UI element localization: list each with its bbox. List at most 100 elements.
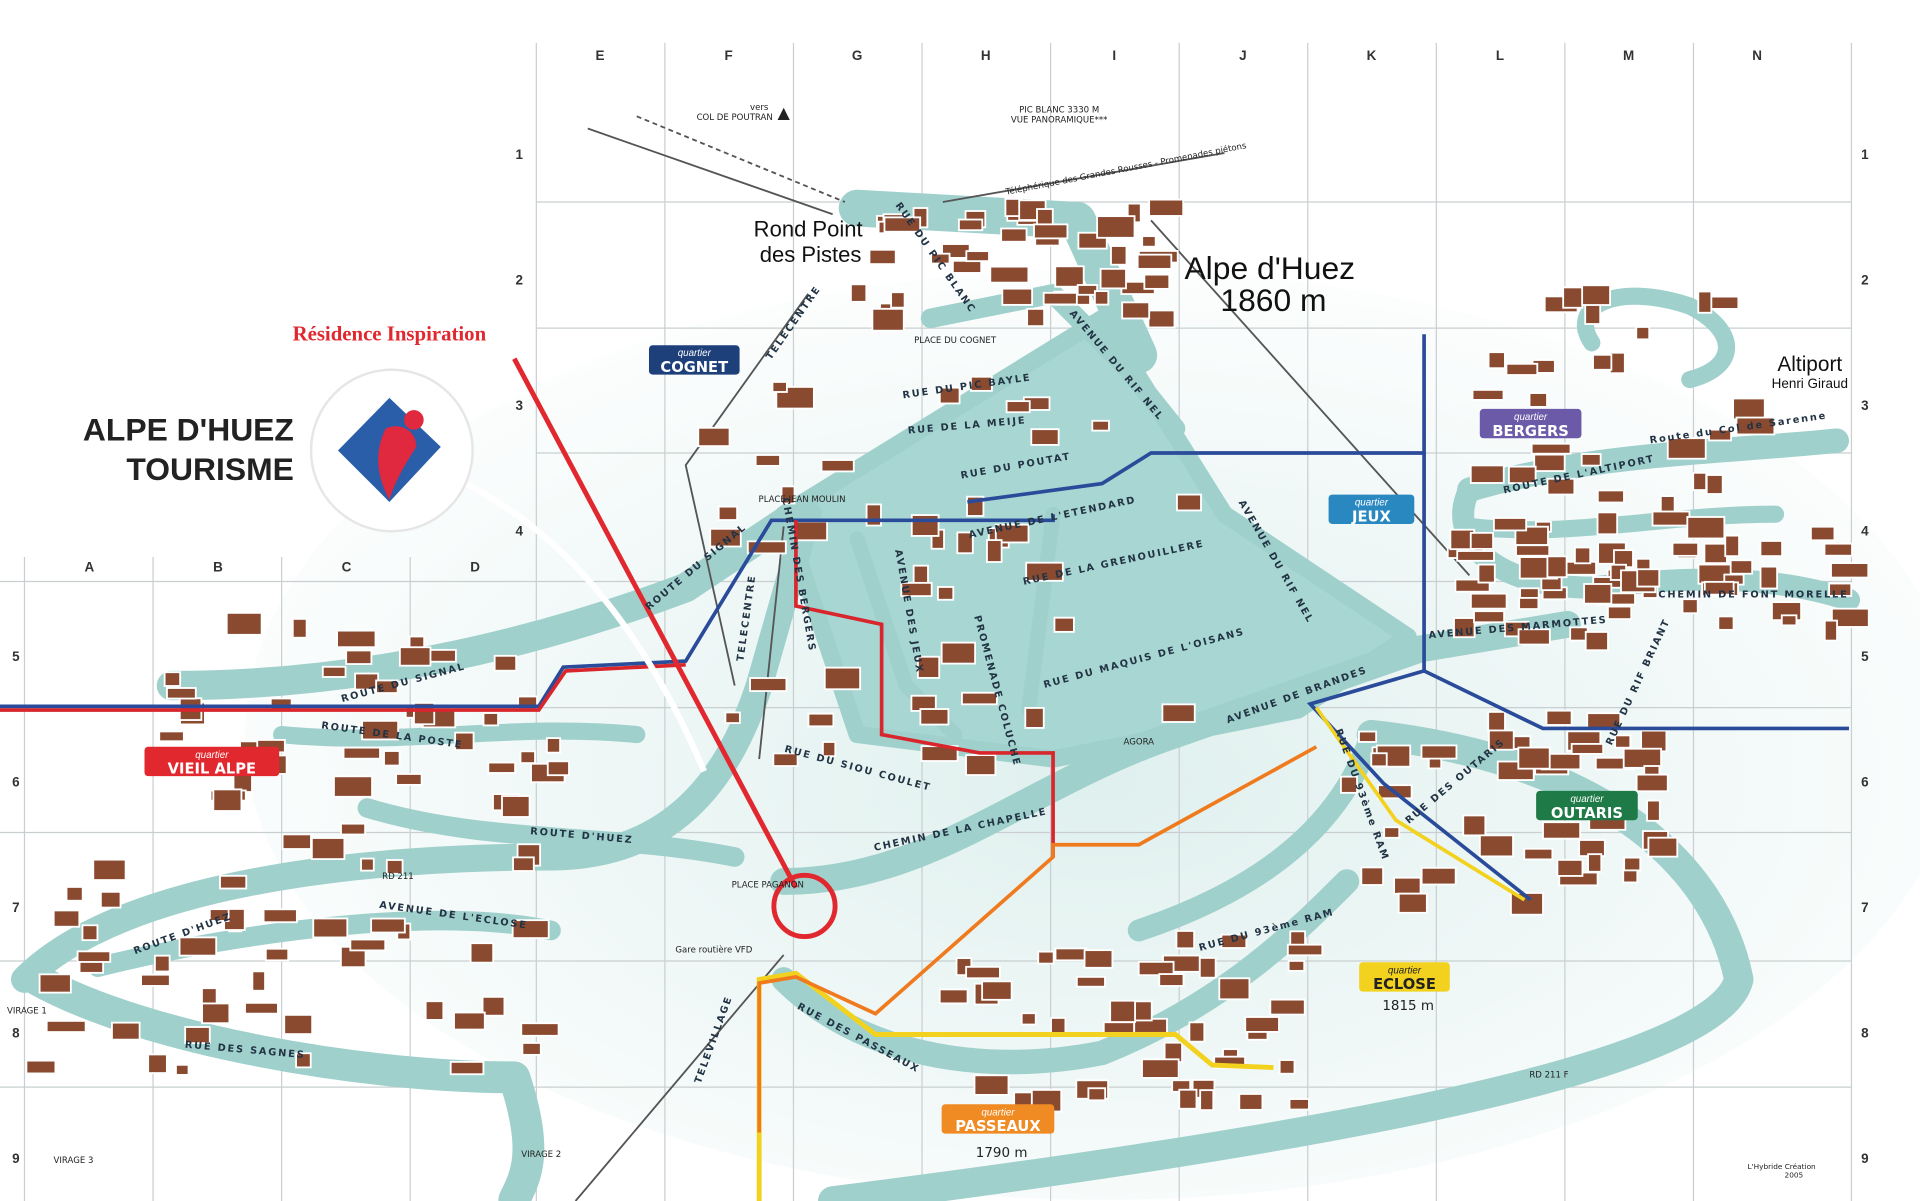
building: [1697, 290, 1713, 314]
building: [1469, 464, 1505, 484]
badge-name: JEUX: [1351, 509, 1391, 526]
building: [1175, 930, 1196, 950]
building: [1623, 856, 1642, 872]
building: [868, 248, 897, 266]
building: [821, 741, 837, 758]
credit-line1: L'Hybride Création: [1748, 1162, 1817, 1171]
badge-background: [144, 746, 280, 777]
grid-row-label: 1: [515, 147, 523, 162]
building: [321, 665, 347, 678]
building: [1456, 550, 1495, 562]
building: [754, 454, 781, 467]
grid-column-label: F: [724, 48, 732, 63]
building: [1033, 223, 1069, 240]
building: [1218, 977, 1251, 1001]
building: [1492, 517, 1528, 532]
building: [1001, 287, 1034, 306]
building: [1158, 973, 1185, 987]
residence-circle[interactable]: [771, 872, 838, 940]
building: [310, 837, 346, 861]
grid-column-label: A: [85, 560, 95, 575]
place-label: AGORA: [1124, 737, 1155, 747]
building: [1109, 999, 1136, 1023]
building: [395, 773, 423, 786]
yellow-route-outaris: [1314, 706, 1526, 902]
building: [454, 731, 475, 752]
building: [807, 712, 835, 728]
building: [771, 381, 788, 393]
blue-route-east: [967, 334, 1426, 504]
building: [291, 617, 308, 639]
building: [1573, 546, 1592, 565]
building: [1759, 565, 1779, 590]
grid-column-label: J: [1239, 48, 1246, 63]
building: [1037, 950, 1055, 965]
building: [969, 375, 993, 392]
building: [201, 1002, 231, 1025]
grid-row-label: 6: [12, 775, 19, 790]
street-label: CHEMIN DE FONT MORELLE: [1658, 589, 1848, 600]
rond-point-line1: Rond Point: [754, 216, 863, 241]
building: [823, 666, 862, 691]
rond-point-line2: des Pistes: [760, 242, 862, 267]
building: [1383, 826, 1401, 839]
place-label: Gare routière VFD: [675, 944, 752, 955]
building: [1198, 956, 1217, 979]
building: [212, 788, 243, 812]
televillage-lift: [574, 954, 785, 1201]
place-label: PLACE PAGANON: [732, 881, 804, 891]
building: [349, 938, 387, 952]
building: [795, 520, 829, 542]
building: [201, 987, 218, 1005]
badge-background: [648, 345, 740, 375]
grid-column-label: M: [1623, 48, 1634, 63]
grid-row-label: 1: [1861, 147, 1869, 162]
eclose-altitude: 1815 m: [1382, 999, 1434, 1014]
building: [981, 980, 1013, 1001]
lifts: [574, 115, 1471, 1201]
building: [1137, 960, 1175, 977]
building: [25, 1059, 57, 1075]
building: [1000, 227, 1028, 243]
building: [1584, 302, 1602, 325]
building: [375, 679, 399, 694]
building: [989, 265, 1030, 284]
residence-marker[interactable]: [463, 357, 838, 940]
badge-background: [941, 1104, 1055, 1134]
building: [1462, 814, 1487, 837]
building: [1026, 307, 1046, 328]
blue-route-jeux: [1306, 452, 1532, 902]
building: [521, 1042, 542, 1056]
grid-row-label: 2: [1861, 273, 1868, 288]
building: [312, 917, 349, 939]
building: [1024, 707, 1045, 729]
building: [520, 1022, 560, 1037]
building: [1148, 198, 1185, 217]
lift-line: [587, 127, 833, 216]
building: [1143, 273, 1171, 290]
telecentre-lift: [684, 293, 809, 686]
grid-row-label: 8: [1861, 1026, 1869, 1041]
building: [1141, 235, 1157, 248]
building: [1809, 525, 1836, 542]
building: [511, 919, 550, 940]
building: [1420, 744, 1458, 760]
building: [1505, 362, 1539, 376]
building: [469, 942, 495, 964]
col-poutran-line1: vers: [750, 103, 769, 113]
building: [1707, 295, 1740, 310]
building: [1635, 773, 1669, 793]
logo-pointer: [463, 480, 707, 773]
residence-label[interactable]: Résidence Inspiration: [293, 321, 487, 345]
grid-row-label: 4: [1861, 524, 1869, 539]
resort-altitude: 1860 m: [1220, 282, 1326, 318]
building: [1030, 428, 1060, 446]
grid-row-label: 4: [515, 524, 523, 539]
